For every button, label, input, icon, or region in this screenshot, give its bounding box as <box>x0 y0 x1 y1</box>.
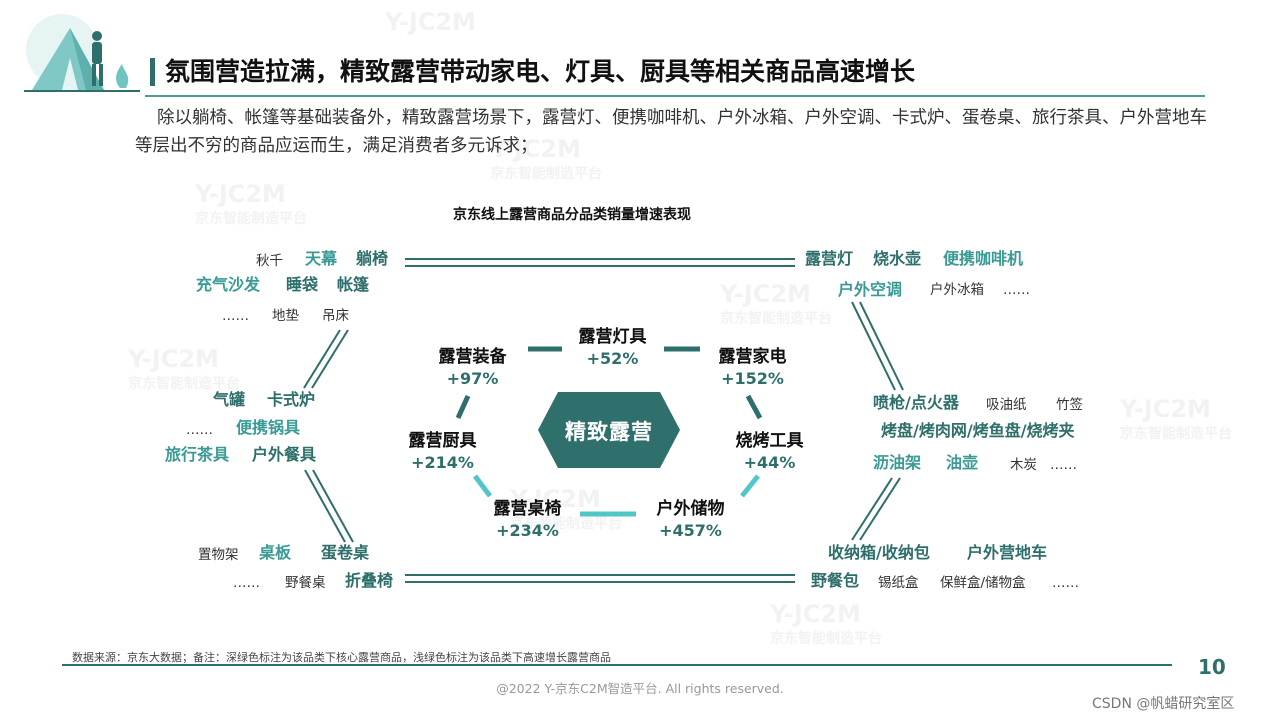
camping-tent-icon <box>24 14 140 92</box>
title-divider <box>145 95 1205 97</box>
connector-line <box>851 477 893 541</box>
chart-title: 京东线上露营商品分品类销量增速表现 <box>453 207 691 223</box>
product-label: 便携咖啡机 <box>943 249 1024 268</box>
product-label: 烧水壶 <box>873 249 922 268</box>
product-label: 气罐 <box>213 390 246 409</box>
product-label: 置物架 <box>198 547 239 563</box>
product-label: …… <box>186 422 213 438</box>
product-label: 烤盘/烤肉网/烤鱼盘/烧烤夹 <box>881 421 1075 440</box>
category-table-chair: 露营桌椅+234% <box>493 499 562 540</box>
product-label: 锡纸盒 <box>878 575 919 591</box>
product-label: 吊床 <box>322 308 349 324</box>
product-label: 卡式炉 <box>267 390 316 409</box>
product-label: 蛋卷桌 <box>321 543 370 562</box>
hub-label: 精致露营 <box>565 420 653 444</box>
product-label: 地垫 <box>272 308 299 324</box>
product-label: 木炭 <box>1010 457 1037 473</box>
product-label: …… <box>1052 575 1079 591</box>
category-kitchen: 露营厨具+214% <box>408 431 477 472</box>
product-label: 充气沙发 <box>196 275 261 294</box>
product-label: 收纳箱/收纳包 <box>828 543 930 562</box>
product-label: 保鲜盒/储物盒 <box>940 575 1026 591</box>
product-label: 喷枪/点火器 <box>873 393 959 412</box>
category-lighting: 露营灯具+52% <box>578 327 647 368</box>
connector-line <box>859 301 904 391</box>
hex-edge <box>455 394 471 420</box>
product-label: 野餐桌 <box>285 575 326 591</box>
hex-edge <box>473 474 492 498</box>
connector-line <box>859 477 901 541</box>
hex-edge <box>740 474 760 498</box>
category-bbq: 烧烤工具+44% <box>735 431 804 472</box>
product-label: 油壶 <box>946 453 979 472</box>
product-label: 户外空调 <box>838 280 903 299</box>
footer-divider <box>62 664 1172 666</box>
product-label: 户外冰箱 <box>930 282 984 298</box>
product-label: 帐篷 <box>337 275 370 294</box>
intro-paragraph: 除以躺椅、帐篷等基础装备外，精致露营场景下，露营灯、便携咖啡机、户外冰箱、户外空… <box>135 108 1207 156</box>
connector-line <box>851 301 896 391</box>
title-accent-bar <box>150 58 155 86</box>
connector-line <box>304 469 346 543</box>
hub-hexagon <box>538 392 680 468</box>
product-label: 露营灯 <box>805 249 854 268</box>
product-label: 旅行茶具 <box>165 445 230 464</box>
product-label: 天幕 <box>305 249 338 268</box>
product-label: 折叠椅 <box>345 571 394 590</box>
category-storage: 户外储物+457% <box>656 499 725 540</box>
product-label: …… <box>1003 282 1030 298</box>
product-label: 便携锅具 <box>236 418 301 437</box>
page-title: 氛围营造拉满，精致露营带动家电、灯具、厨具等相关商品高速增长 <box>165 57 916 86</box>
product-label: 桌板 <box>259 543 292 562</box>
product-label: 竹签 <box>1056 397 1083 413</box>
source-footnote: 数据来源：京东大数据；备注：深绿色标注为该品类下核心露营商品，浅绿色标注为该品类… <box>72 651 611 664</box>
product-label: 野餐包 <box>811 571 860 590</box>
copyright-text: @2022 Y-京东C2M智造平台. All rights reserved. <box>496 681 784 696</box>
product-label: 睡袋 <box>286 275 319 294</box>
product-label: …… <box>233 575 260 591</box>
hex-edge <box>745 394 763 420</box>
product-label: 躺椅 <box>356 249 389 268</box>
product-label: …… <box>1050 457 1077 473</box>
connector-line <box>311 329 349 389</box>
credit-text: CSDN @帆蜡研究室区 <box>1092 696 1235 712</box>
product-label: 户外餐具 <box>252 445 317 464</box>
product-label: 吸油纸 <box>986 397 1027 413</box>
product-label: …… <box>222 308 249 324</box>
product-label: 户外营地车 <box>967 543 1048 562</box>
connector-line <box>312 469 354 543</box>
category-equipment: 露营装备+97% <box>438 347 507 388</box>
product-label: 秋千 <box>256 253 283 269</box>
page-number: 10 <box>1198 655 1226 679</box>
category-appliance: 露营家电+152% <box>718 347 787 388</box>
connector-line <box>303 329 341 389</box>
product-label: 沥油架 <box>873 453 922 472</box>
